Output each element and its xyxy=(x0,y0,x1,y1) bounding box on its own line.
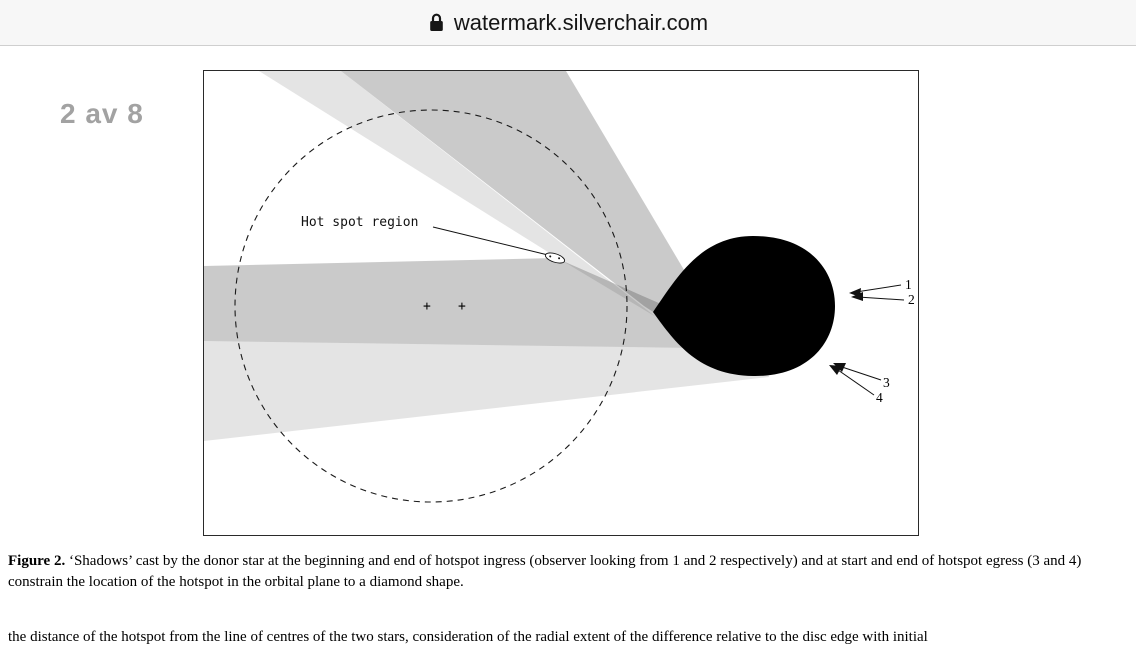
arrow-1-line xyxy=(855,284,902,293)
shadow-band-upper-main xyxy=(341,71,744,371)
figure-caption: Figure 2. ‘Shadows’ cast by the donor st… xyxy=(8,551,1122,593)
figure-caption-text: ‘Shadows’ cast by the donor star at the … xyxy=(8,553,1082,590)
arrow-3-label: 3 xyxy=(883,375,890,390)
shadow-band-lower-fringe xyxy=(204,341,769,441)
hotspot-label: Hot spot region xyxy=(301,215,418,230)
arrow-4-label: 4 xyxy=(876,390,883,405)
shadow-band-lower-main xyxy=(204,258,764,349)
figure-caption-label: Figure 2. xyxy=(8,553,66,569)
arrow-2-line xyxy=(857,296,905,301)
plus-mark-right: + xyxy=(458,299,466,314)
watermark-url: watermark.silverchair.com xyxy=(453,9,709,35)
donor-star-shape xyxy=(653,236,835,377)
figure-canvas: + + Hot spot region 1 2 3 4 xyxy=(204,71,915,503)
arrow-1-label: 1 xyxy=(905,277,912,292)
arrow-4-head xyxy=(829,365,842,375)
arrow-2-head xyxy=(851,292,863,301)
page-indicator: 2 av 8 xyxy=(60,98,144,129)
cropped-body-text: the distance of the hotspot from the lin… xyxy=(8,629,928,645)
browser-bar: watermark.silverchair.com xyxy=(0,0,1136,46)
arrow-2-label: 2 xyxy=(908,292,915,307)
arrow-4-line xyxy=(837,369,875,396)
hotspot-pointer-line xyxy=(432,226,549,256)
arrow-3-line xyxy=(841,366,882,381)
plus-mark-left: + xyxy=(423,299,431,314)
lock-icon xyxy=(430,13,443,31)
orbit-dashed-circle xyxy=(234,109,628,503)
hotspot-marker xyxy=(544,252,566,264)
figure-2-plot: + + Hot spot region 1 2 3 4 xyxy=(203,70,919,536)
